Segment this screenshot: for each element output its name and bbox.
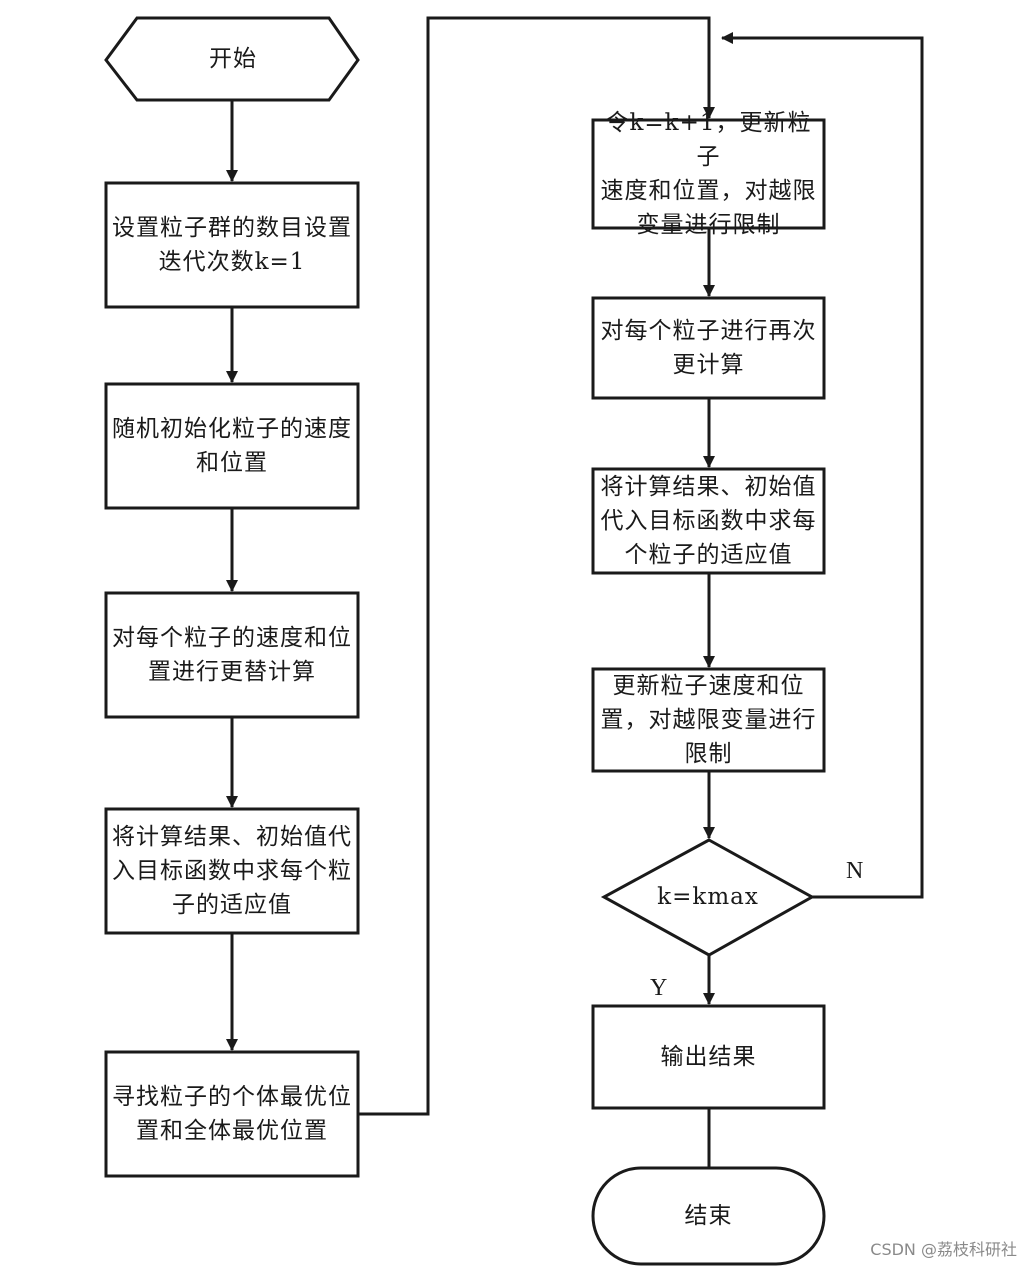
step-left-1-box xyxy=(104,181,360,309)
start-node-shape xyxy=(104,16,360,102)
step-left-4-box xyxy=(104,807,360,935)
step-left-3-box xyxy=(104,591,360,719)
watermark: CSDN @荔枝科研社 xyxy=(870,1240,1017,1259)
step-right-3-box xyxy=(591,467,826,575)
step-right-4-box xyxy=(591,667,826,773)
step-left-5-box xyxy=(104,1050,360,1178)
branch-no-label: N xyxy=(846,858,864,884)
step-right-2-box xyxy=(591,296,826,400)
loop-no-branch xyxy=(721,32,924,899)
decision-shape xyxy=(600,838,816,957)
step-right-1-box xyxy=(591,118,826,230)
connector-left-to-right xyxy=(358,16,715,1116)
end-node-shape xyxy=(591,1166,826,1266)
step-left-2-box xyxy=(104,382,360,510)
output-box xyxy=(591,1004,826,1110)
branch-yes-label: Y xyxy=(650,975,668,1001)
